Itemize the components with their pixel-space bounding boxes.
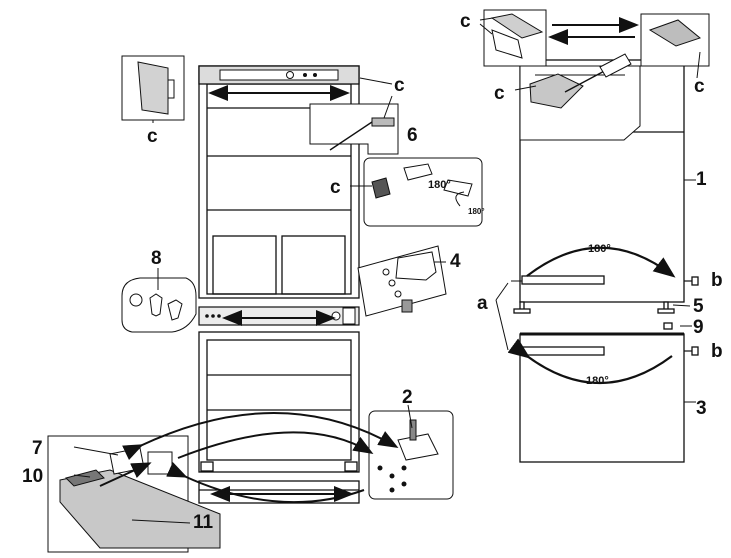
hinge-swap-arrows (99, 412, 399, 504)
callout-4: 4 (450, 251, 461, 272)
right-fridge-lower-door (511, 322, 699, 463)
callout-2: 2 (402, 387, 413, 408)
inset-top-cap (121, 55, 185, 121)
inset-bottom-cover (47, 435, 221, 553)
callout-c-top-left-cover: c (460, 11, 471, 32)
leader-lines (73, 17, 701, 524)
callout-a: a (477, 293, 488, 314)
callout-c-screwdriver-cover: c (494, 83, 505, 104)
callout-c-hinge-cap: c (330, 177, 341, 198)
callout-c-left-cap: c (147, 126, 158, 147)
callout-b-lower: b (711, 341, 723, 362)
rotation-arrows (507, 246, 676, 384)
inset-middle-hinge (357, 245, 447, 317)
middle-hinge-strip (198, 306, 360, 326)
callout-6: 6 (407, 125, 418, 146)
callout-1: 1 (696, 169, 707, 190)
callout-10: 10 (22, 466, 44, 487)
rotation-label-hinge: 180° (428, 179, 451, 191)
callout-3: 3 (696, 398, 707, 419)
rotation-label-lower: 180° (586, 375, 609, 387)
callout-c-top-right-cover: c (694, 76, 705, 97)
inset-cover-swap (483, 9, 710, 67)
rotation-label-upper: 180° (588, 243, 611, 255)
callout-c-control-panel: c (394, 75, 405, 96)
inset-screwdriver-detail (519, 53, 641, 141)
callout-b-upper: b (711, 270, 723, 291)
inset-upper-hinge (309, 103, 483, 227)
callout-5: 5 (693, 296, 704, 317)
callout-7: 7 (32, 438, 43, 459)
left-fridge-lower-compartment (198, 331, 360, 473)
inset-fasteners (121, 277, 197, 333)
callout-9: 9 (693, 317, 704, 338)
callout-8: 8 (151, 248, 162, 269)
right-fridge-feet (513, 301, 675, 314)
rotation-label-hinge-small: 180° (468, 207, 485, 216)
left-fridge-control-panel (198, 65, 360, 85)
callout-11: 11 (193, 512, 214, 533)
